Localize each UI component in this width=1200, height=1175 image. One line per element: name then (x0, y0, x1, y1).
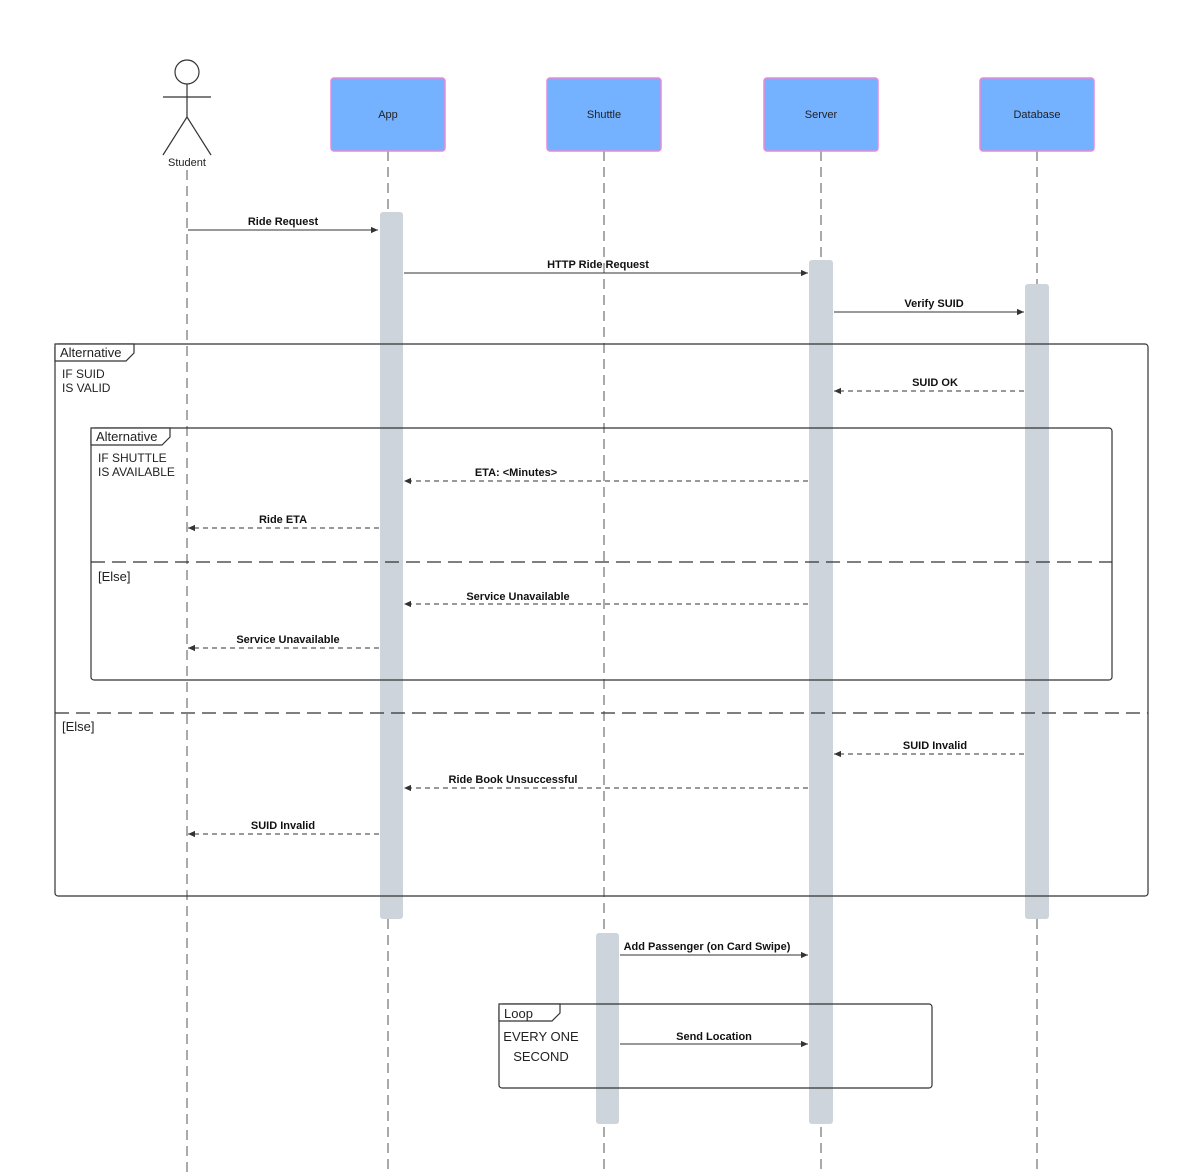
message-suid-invalid-db: SUID Invalid (834, 740, 1024, 758)
message-suid-ok: SUID OK (834, 377, 1024, 395)
message-ride-eta: Ride ETA (188, 514, 379, 532)
activation-shuttle (596, 933, 619, 1124)
message-label: HTTP Ride Request (547, 259, 649, 271)
message-service-unavailable-server: Service Unavailable (404, 591, 808, 608)
participant-box (763, 77, 879, 152)
frame-loop: Loop EVERY ONE SECOND (498, 1003, 933, 1089)
participant-server-label: Server (805, 109, 838, 121)
actor-student-label: Student (168, 157, 206, 169)
frame-border (498, 1003, 933, 1089)
message-label: Verify SUID (904, 298, 963, 310)
message-service-unavailable-app: Service Unavailable (188, 634, 379, 652)
message-add-passenger: Add Passenger (on Card Swipe) (620, 941, 808, 959)
frame-border (54, 343, 1149, 897)
message-eta-minutes: ETA: <Minutes> (404, 467, 808, 485)
message-label: Ride Request (248, 216, 319, 228)
participant-shuttle: Shuttle (546, 77, 662, 152)
message-label: Ride Book Unsuccessful (449, 774, 578, 786)
activation-app (380, 212, 403, 919)
actor-student: Student (162, 59, 212, 169)
participant-database: Database (979, 77, 1095, 152)
participant-box (330, 77, 446, 152)
frame-inner-condition-1: IF SHUTTLE (98, 451, 167, 465)
message-label: SUID OK (912, 377, 958, 389)
frame-tab (498, 1003, 561, 1022)
message-label: Add Passenger (on Card Swipe) (624, 941, 791, 953)
message-send-location: Send Location (620, 1031, 808, 1048)
message-verify-suid: Verify SUID (834, 298, 1024, 316)
frame-tab (90, 427, 171, 446)
frame-loop-tab-label: Loop (504, 1006, 533, 1021)
frame-loop-condition-1: EVERY ONE (503, 1029, 579, 1044)
participant-box (546, 77, 662, 152)
participant-app-label: App (378, 109, 398, 121)
participant-database-label: Database (1013, 109, 1060, 121)
message-label: ETA: <Minutes> (475, 467, 557, 479)
message-label: Service Unavailable (466, 591, 569, 603)
actor-leg-right (186, 116, 212, 156)
message-label: Send Location (676, 1031, 752, 1043)
frame-outer-condition-2: IS VALID (62, 381, 111, 395)
frame-border (90, 427, 1113, 681)
participant-server: Server (763, 77, 879, 152)
frame-tab (54, 343, 135, 362)
participant-shuttle-label: Shuttle (587, 109, 621, 121)
message-label: SUID Invalid (903, 740, 967, 752)
activation-server (809, 260, 833, 1124)
frame-loop-condition-2: SECOND (513, 1049, 569, 1064)
message-ride-book-unsuccessful: Ride Book Unsuccessful (404, 774, 808, 792)
message-suid-invalid-app: SUID Invalid (188, 820, 379, 838)
message-label: Ride ETA (259, 514, 307, 526)
frame-outer-tab-label: Alternative (60, 345, 121, 360)
frame-alternative-outer: Alternative IF SUID IS VALID [Else] (54, 343, 1149, 897)
participant-app: App (330, 77, 446, 152)
message-label: SUID Invalid (251, 820, 315, 832)
participant-box (979, 77, 1095, 152)
frame-alternative-inner: Alternative IF SHUTTLE IS AVAILABLE [Els… (90, 427, 1113, 681)
frame-inner-condition-2: IS AVAILABLE (98, 465, 175, 479)
activation-database (1025, 284, 1049, 919)
actor-leg-left (162, 116, 188, 156)
frame-inner-tab-label: Alternative (96, 429, 157, 444)
frame-outer-else-label: [Else] (62, 719, 95, 734)
actor-head (174, 59, 200, 85)
frame-inner-else-label: [Else] (98, 569, 131, 584)
frame-outer-condition-1: IF SUID (62, 367, 105, 381)
message-label: Service Unavailable (236, 634, 339, 646)
message-ride-request: Ride Request (188, 216, 378, 234)
message-http-ride-request: HTTP Ride Request (404, 259, 808, 277)
